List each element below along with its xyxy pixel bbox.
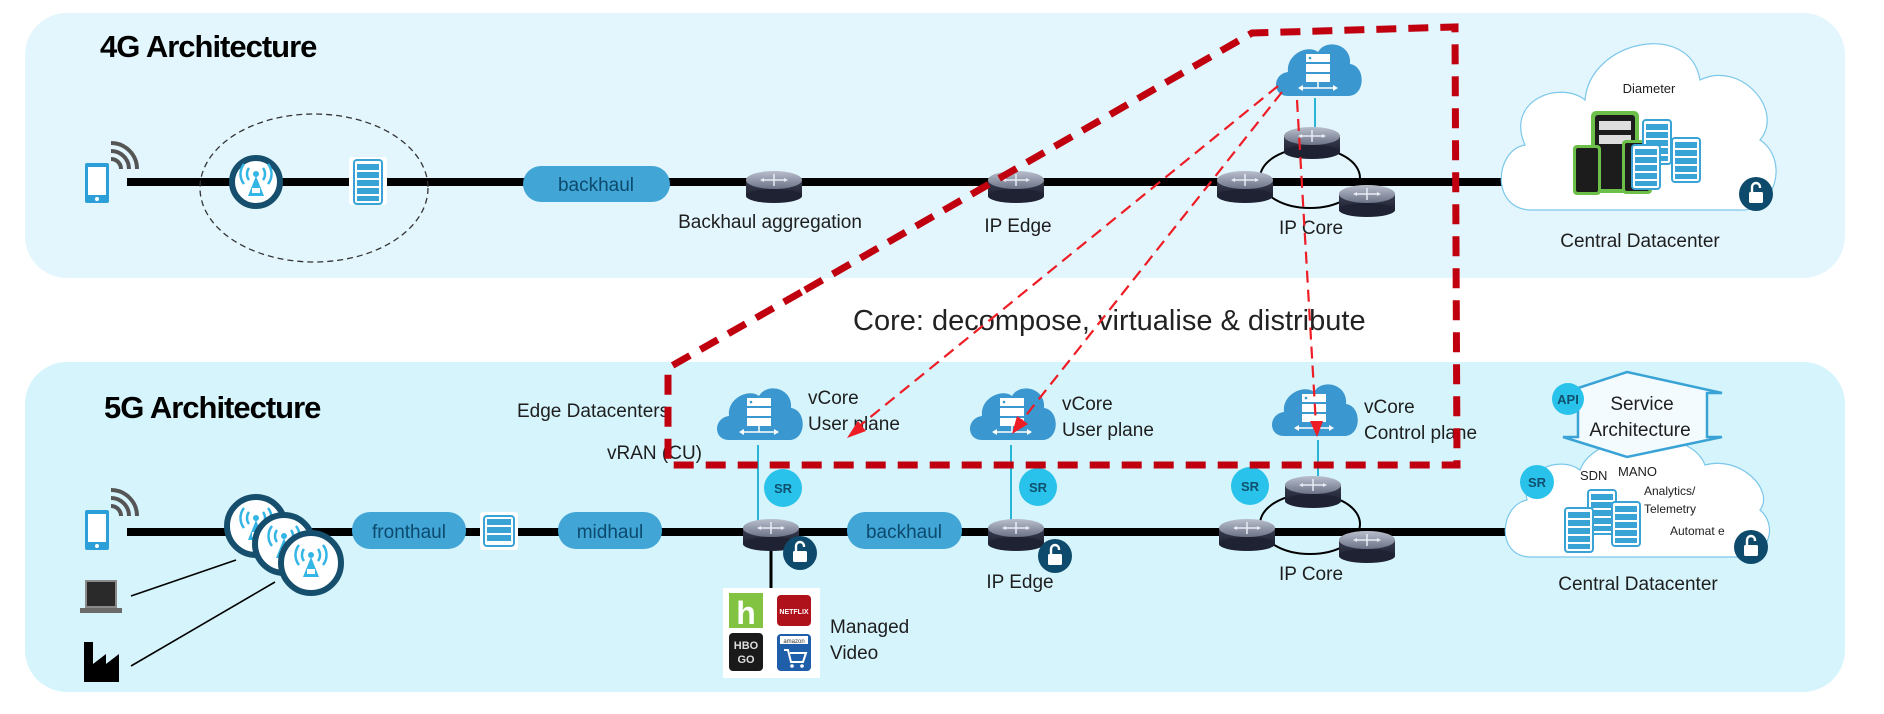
- factory-icon: [84, 642, 119, 682]
- router-ip-core-left-4g-icon: [1216, 170, 1274, 204]
- svg-text:amazon: amazon: [783, 639, 804, 645]
- label-edge-datacenters: Edge Datacenters: [517, 401, 669, 422]
- label-vran-cu: vRAN (CU): [607, 443, 702, 464]
- label-analytics: Analytics/: [1644, 484, 1696, 498]
- router-ip-core-left-5g-icon: [1218, 518, 1276, 552]
- service-architecture-arrow[interactable]: Service Architecture: [1562, 370, 1723, 459]
- router-ip-core-right-4g-icon: [1338, 184, 1396, 218]
- label-diameter: Diameter: [1623, 81, 1676, 96]
- label-service-l2: Architecture: [1589, 420, 1690, 441]
- headline-core-decompose: Core: decompose, virtualise & distribute: [853, 305, 1366, 337]
- diameter-servers-icon: [1573, 111, 1701, 195]
- svg-text:API: API: [1557, 392, 1579, 407]
- baseband-server-icon: [349, 157, 387, 205]
- router-ip-core-top-5g-icon: [1284, 475, 1342, 509]
- arrowhead-user-plane-2-icon: [1012, 416, 1028, 434]
- midhaul-label: midhaul: [577, 522, 644, 543]
- du-server-icon: [480, 512, 518, 550]
- label-service-l1: Service: [1610, 394, 1673, 415]
- enodeb-site-boundary: [199, 113, 429, 263]
- sr-badge: SR: [764, 469, 802, 507]
- panel-5g-title: 5G Architecture: [104, 390, 321, 425]
- svg-text:SR: SR: [774, 481, 793, 496]
- lock-icon: [1737, 175, 1775, 213]
- laptop-icon: [80, 580, 122, 613]
- arrow-to-user-plane-1: [851, 85, 1279, 433]
- svg-text:NETFLIX: NETFLIX: [779, 609, 808, 616]
- lock-icon: [1036, 537, 1074, 575]
- label-vcore-up2-l2: User plane: [1062, 420, 1154, 441]
- sr-badge: SR: [1520, 465, 1554, 499]
- label-ip-edge-4g: IP Edge: [984, 216, 1051, 237]
- arrowhead-control-plane-icon: [1310, 421, 1323, 437]
- svg-text:h: h: [736, 595, 756, 631]
- link-factory: [130, 581, 276, 667]
- link-backhaul-4g[interactable]: backhaul: [523, 166, 670, 202]
- arrowhead-user-plane-1-icon: [847, 421, 866, 438]
- label-vcore-cp-l2: Control plane: [1364, 423, 1477, 444]
- backhaul-label: backhaul: [558, 175, 634, 196]
- link-backhaul-5g[interactable]: backhaul: [847, 512, 962, 549]
- managed-video-logos: h NETFLIX HBO GO amazon: [723, 588, 820, 678]
- router-ip-core-top-4g-icon: [1283, 126, 1341, 160]
- api-badge: API: [1552, 383, 1584, 415]
- label-vcore-up2-l1: vCore: [1062, 394, 1113, 415]
- amazon-logo-icon: amazon: [777, 634, 811, 671]
- label-central-datacenter-4g: Central Datacenter: [1560, 231, 1720, 252]
- router-backhaul-aggregation-icon: [745, 170, 803, 204]
- arrow-to-control-plane: [1295, 99, 1318, 426]
- link-fronthaul[interactable]: fronthaul: [352, 512, 466, 549]
- link-laptop: [130, 559, 237, 597]
- sr-badge: SR: [1019, 468, 1057, 506]
- panel-4g-title: 4G Architecture: [100, 29, 317, 64]
- hbo-go-logo-icon: HBO GO: [729, 633, 763, 671]
- router-ip-edge-5g-icon: [987, 518, 1045, 552]
- label-managed-video-l2: Video: [830, 643, 878, 664]
- backhaul-5g-label: backhaul: [866, 522, 942, 543]
- link-midhaul[interactable]: midhaul: [558, 512, 662, 549]
- label-mano: MANO: [1618, 464, 1657, 479]
- router-ip-edge-4g-icon: [987, 170, 1045, 204]
- label-central-datacenter-5g: Central Datacenter: [1558, 574, 1718, 595]
- lock-icon: [1732, 528, 1770, 566]
- label-telemetry: Telemetry: [1644, 502, 1696, 516]
- label-automate: Automat e: [1670, 524, 1725, 538]
- core-decomposition-boundary: [664, 23, 1461, 469]
- label-managed-video-l1: Managed: [830, 617, 909, 638]
- netflix-logo-icon: NETFLIX: [777, 595, 811, 626]
- lock-icon: [781, 534, 819, 572]
- cell-tower-icon: [229, 155, 283, 209]
- hulu-logo-icon: h: [729, 593, 763, 631]
- sr-badge: SR: [1231, 467, 1269, 505]
- label-vcore-cp-l1: vCore: [1364, 397, 1415, 418]
- label-ip-core-5g: IP Core: [1279, 564, 1343, 585]
- fronthaul-label: fronthaul: [372, 522, 446, 543]
- svg-text:GO: GO: [737, 654, 755, 666]
- arrow-to-user-plane-2: [1015, 91, 1283, 429]
- svg-text:SR: SR: [1029, 480, 1048, 495]
- decompose-arrows: [847, 85, 1323, 438]
- svg-text:SR: SR: [1241, 479, 1260, 494]
- svg-text:HBO: HBO: [734, 640, 759, 652]
- label-sdn: SDN: [1580, 468, 1607, 483]
- cell-towers-5g-icon: [224, 494, 344, 596]
- label-ip-core-4g: IP Core: [1279, 218, 1343, 239]
- label-backhaul-aggregation: Backhaul aggregation: [678, 212, 862, 233]
- label-vcore-up1-l1: vCore: [808, 388, 859, 409]
- svg-text:SR: SR: [1528, 475, 1547, 490]
- label-vcore-up1-l2: User plane: [808, 414, 900, 435]
- label-ip-edge-5g: IP Edge: [986, 572, 1053, 593]
- router-ip-core-right-5g-icon: [1338, 530, 1396, 564]
